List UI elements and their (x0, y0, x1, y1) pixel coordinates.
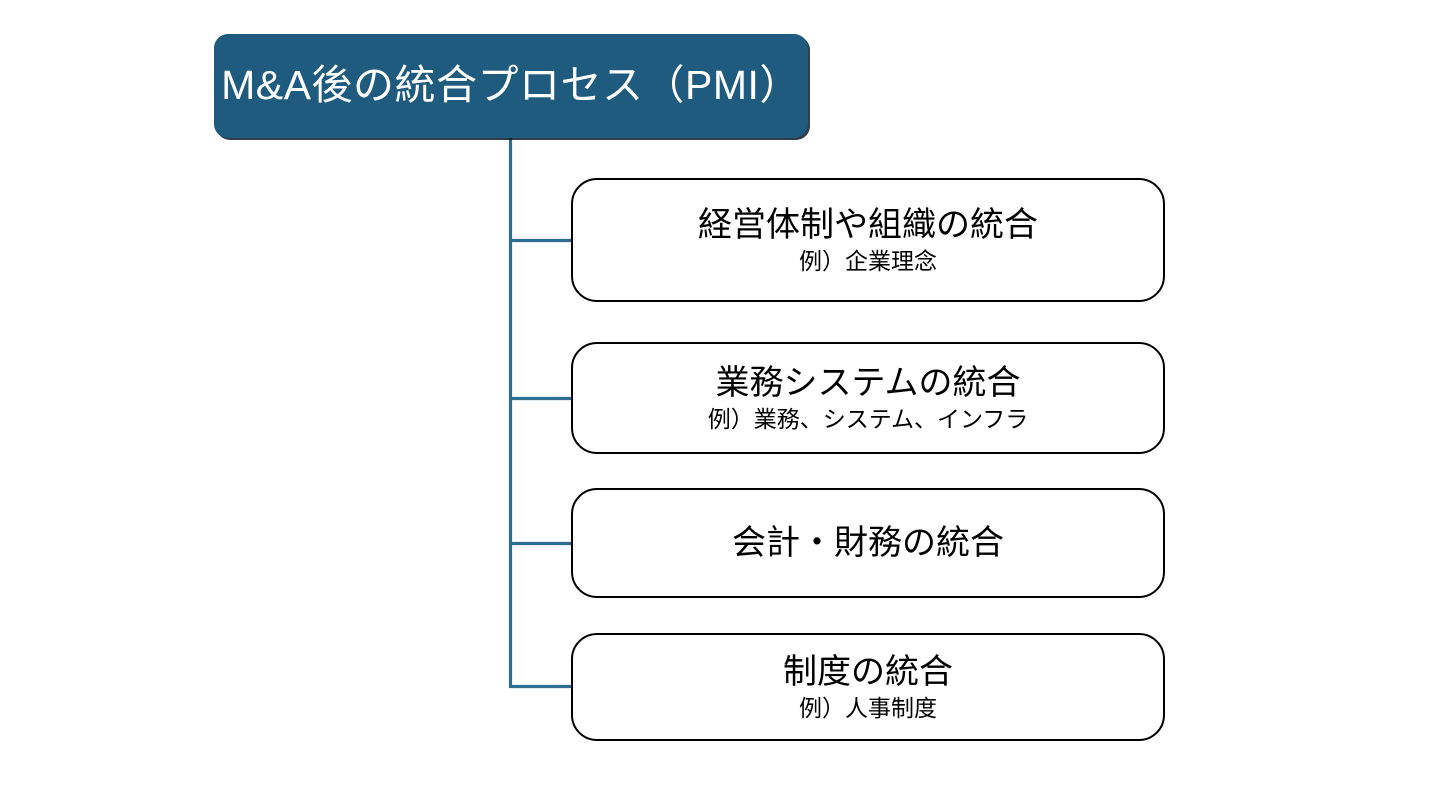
root-node-pmi[interactable]: M&A後の統合プロセス（PMI） (214, 34, 808, 138)
root-node-label: M&A後の統合プロセス（PMI） (221, 62, 801, 109)
node-management-organization-integration[interactable]: 経営体制や組織の統合 例）企業理念 (571, 178, 1165, 302)
node-accounting-finance-integration[interactable]: 会計・財務の統合 (571, 488, 1165, 598)
node-business-system-integration[interactable]: 業務システムの統合 例）業務、システム、インフラ (571, 342, 1165, 454)
node-subtitle: 例）業務、システム、インフラ (707, 405, 1029, 432)
node-title: 制度の統合 (783, 652, 953, 691)
node-title: 会計・財務の統合 (732, 523, 1004, 562)
node-system-policy-integration[interactable]: 制度の統合 例）人事制度 (571, 633, 1165, 741)
node-subtitle: 例）企業理念 (799, 247, 937, 274)
node-title: 業務システムの統合 (715, 363, 1021, 402)
node-subtitle: 例）人事制度 (799, 694, 937, 721)
node-title: 経営体制や組織の統合 (698, 205, 1038, 244)
